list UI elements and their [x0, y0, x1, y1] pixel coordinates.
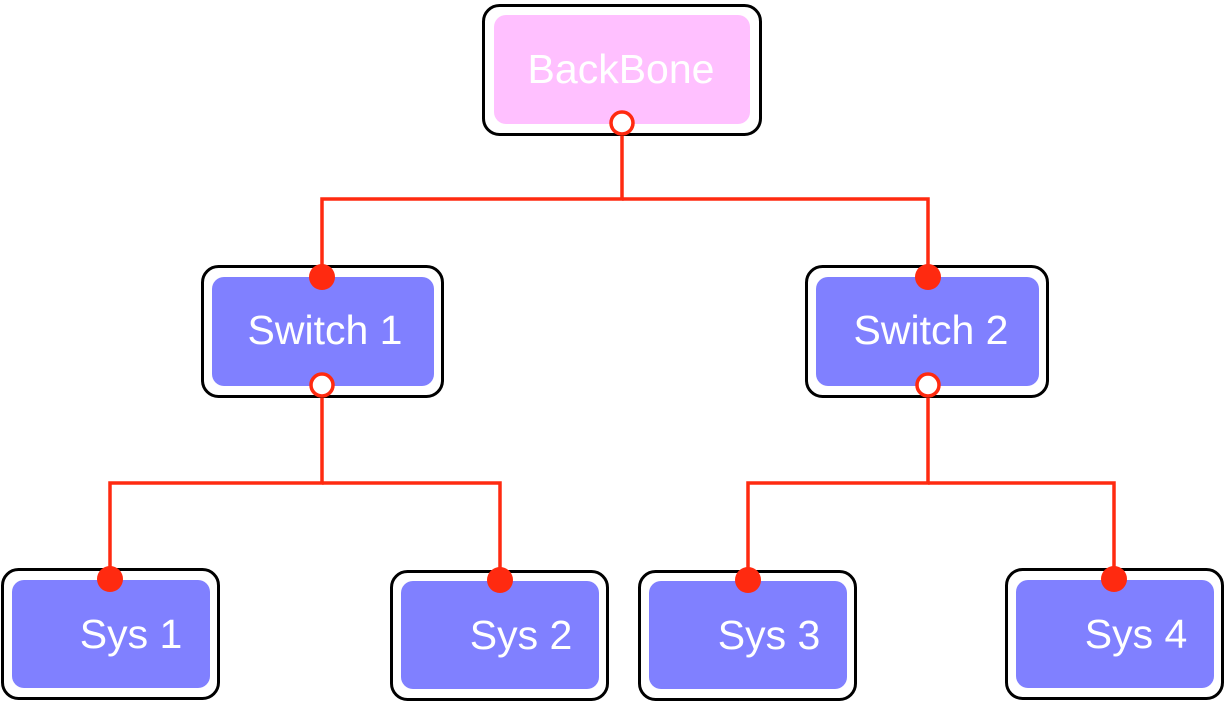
edge-backbone-switch1 [320, 124, 624, 277]
connectors [108, 124, 1116, 578]
node-switch1-label: Switch 1 [248, 307, 403, 353]
port-switch1-in [309, 264, 335, 290]
port-sys4-in [1101, 566, 1127, 592]
node-backbone[interactable]: BackBone [482, 4, 762, 136]
node-sys3-label: Sys 3 [718, 612, 821, 658]
edge-switch2-sys3 [746, 385, 930, 578]
node-switch2-fill [816, 277, 1039, 386]
node-sys1-fill [12, 580, 210, 688]
node-sys4-fill [1016, 580, 1214, 688]
port-switch1-out [309, 372, 335, 398]
node-sys4[interactable]: Sys 4 [1005, 568, 1224, 700]
node-sys3[interactable]: Sys 3 [638, 570, 857, 701]
node-sys3-fill [649, 581, 847, 689]
node-sys2-label: Sys 2 [470, 612, 573, 658]
node-sys2[interactable]: Sys 2 [390, 570, 609, 701]
port-sys2-in [487, 567, 513, 593]
node-sys2-fill [401, 581, 599, 689]
port-switch2-out [915, 372, 941, 398]
node-switch2[interactable]: Switch 2 [805, 265, 1049, 398]
ports [97, 110, 1127, 593]
edge-switch1-sys1 [108, 385, 324, 578]
port-sys3-in [735, 567, 761, 593]
node-switch1-fill [212, 277, 434, 386]
edge-backbone-switch2 [622, 197, 930, 277]
node-switch1[interactable]: Switch 1 [201, 265, 444, 398]
port-backbone-out [609, 110, 635, 136]
edge-switch1-sys2 [322, 481, 502, 578]
node-backbone-fill [494, 15, 750, 124]
node-sys1[interactable]: Sys 1 [1, 568, 220, 700]
node-backbone-label: BackBone [528, 46, 715, 92]
node-sys1-label: Sys 1 [80, 611, 183, 657]
port-sys1-in [97, 566, 123, 592]
node-sys4-label: Sys 4 [1085, 611, 1188, 657]
port-switch2-in [915, 264, 941, 290]
edge-switch2-sys4 [928, 481, 1116, 578]
node-switch2-label: Switch 2 [854, 307, 1009, 353]
